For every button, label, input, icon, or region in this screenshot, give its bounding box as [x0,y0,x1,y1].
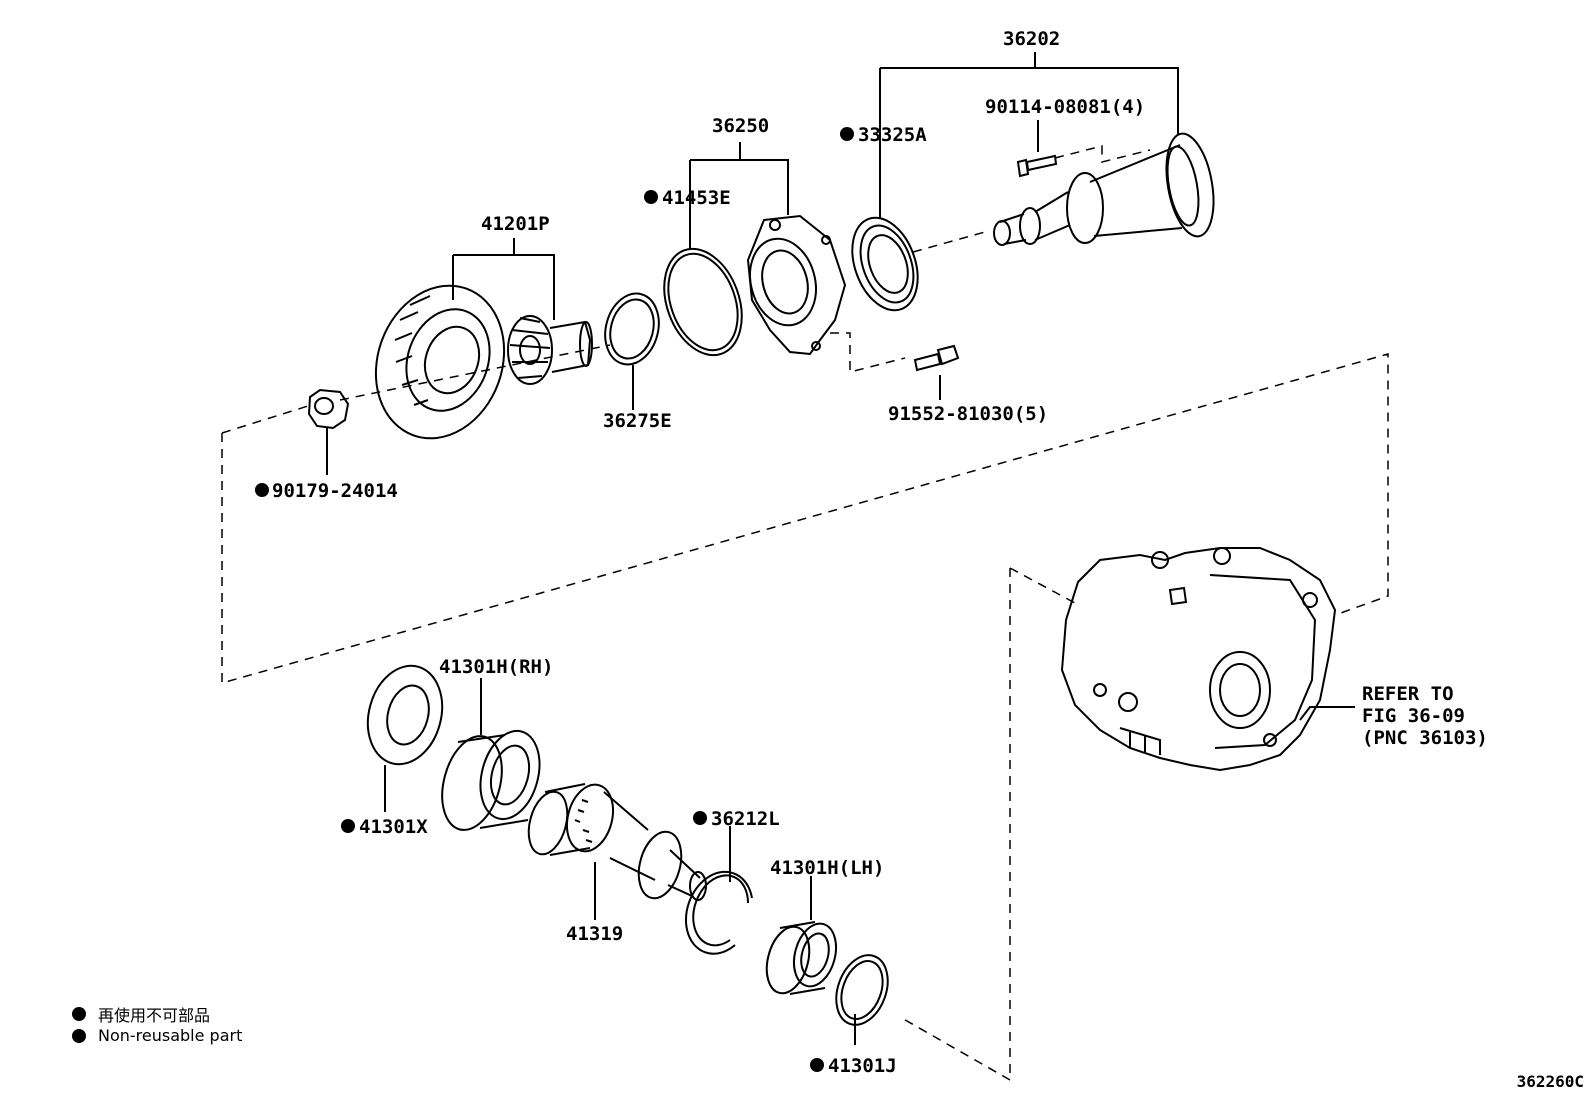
label-36250: 36250 [712,115,769,137]
non-reusable-markers [255,127,854,1072]
bearing-41301H-RH [441,729,541,831]
label-41301H-LH: 41301H(LH) [770,857,884,879]
label-41301J: 41301J [828,1055,897,1077]
legend-jp-text: 再使用不可部品 [98,1006,211,1025]
bullet-icon [72,1007,86,1021]
nut-90179 [307,388,350,430]
refer-line-3: (PNC 36103) [1362,727,1488,749]
label-41319: 41319 [566,923,623,945]
ring-gear-41201P [374,284,506,440]
label-90179: 90179-24014 [272,480,398,502]
label-36275E: 36275E [603,410,672,432]
bolt-90114 [1016,154,1058,178]
shim-41301J [835,954,889,1026]
legend-en: Non-reusable part [72,1026,242,1045]
figure-code: 362260C [1516,1072,1584,1091]
label-41453E: 41453E [662,187,731,209]
bullet-icon [72,1028,86,1043]
refer-line-1: REFER TO [1362,683,1454,705]
label-36212L: 36212L [711,808,780,830]
transfer-case-housing [1060,547,1337,772]
label-90114: 90114-08081(4) [985,96,1145,118]
output-shaft-36202 [993,132,1215,246]
snap-ring-36212L [684,870,753,955]
label-33325A: 33325A [858,124,927,146]
label-36202: 36202 [1003,28,1060,50]
bearing-retainer-36250 [746,214,847,356]
leader-lines [326,52,1355,1045]
part-labels: 36202 90114-08081(4) 33325A 36250 41453E… [272,28,1488,1077]
bolt-91552 [913,344,960,372]
refer-line-2: FIG 36-09 [1362,705,1465,727]
label-91552: 91552-81030(5) [888,403,1048,425]
washer-36275E [604,292,660,366]
label-41301H-RH: 41301H(RH) [439,656,553,678]
legend-en-text: Non-reusable part [98,1026,243,1045]
assembly-dashed-lines [221,145,1389,1082]
shaft-41319 [527,783,707,901]
o-ring-41453E [663,247,743,357]
label-41301X: 41301X [359,816,428,838]
legend-jp: 再使用不可部品 [72,1002,210,1026]
oil-seal-33325A [851,216,919,312]
bearing-41301H-LH [765,921,838,995]
pinion-gear [507,315,593,385]
label-41201P: 41201P [481,213,550,235]
washer-41301X [366,664,444,766]
